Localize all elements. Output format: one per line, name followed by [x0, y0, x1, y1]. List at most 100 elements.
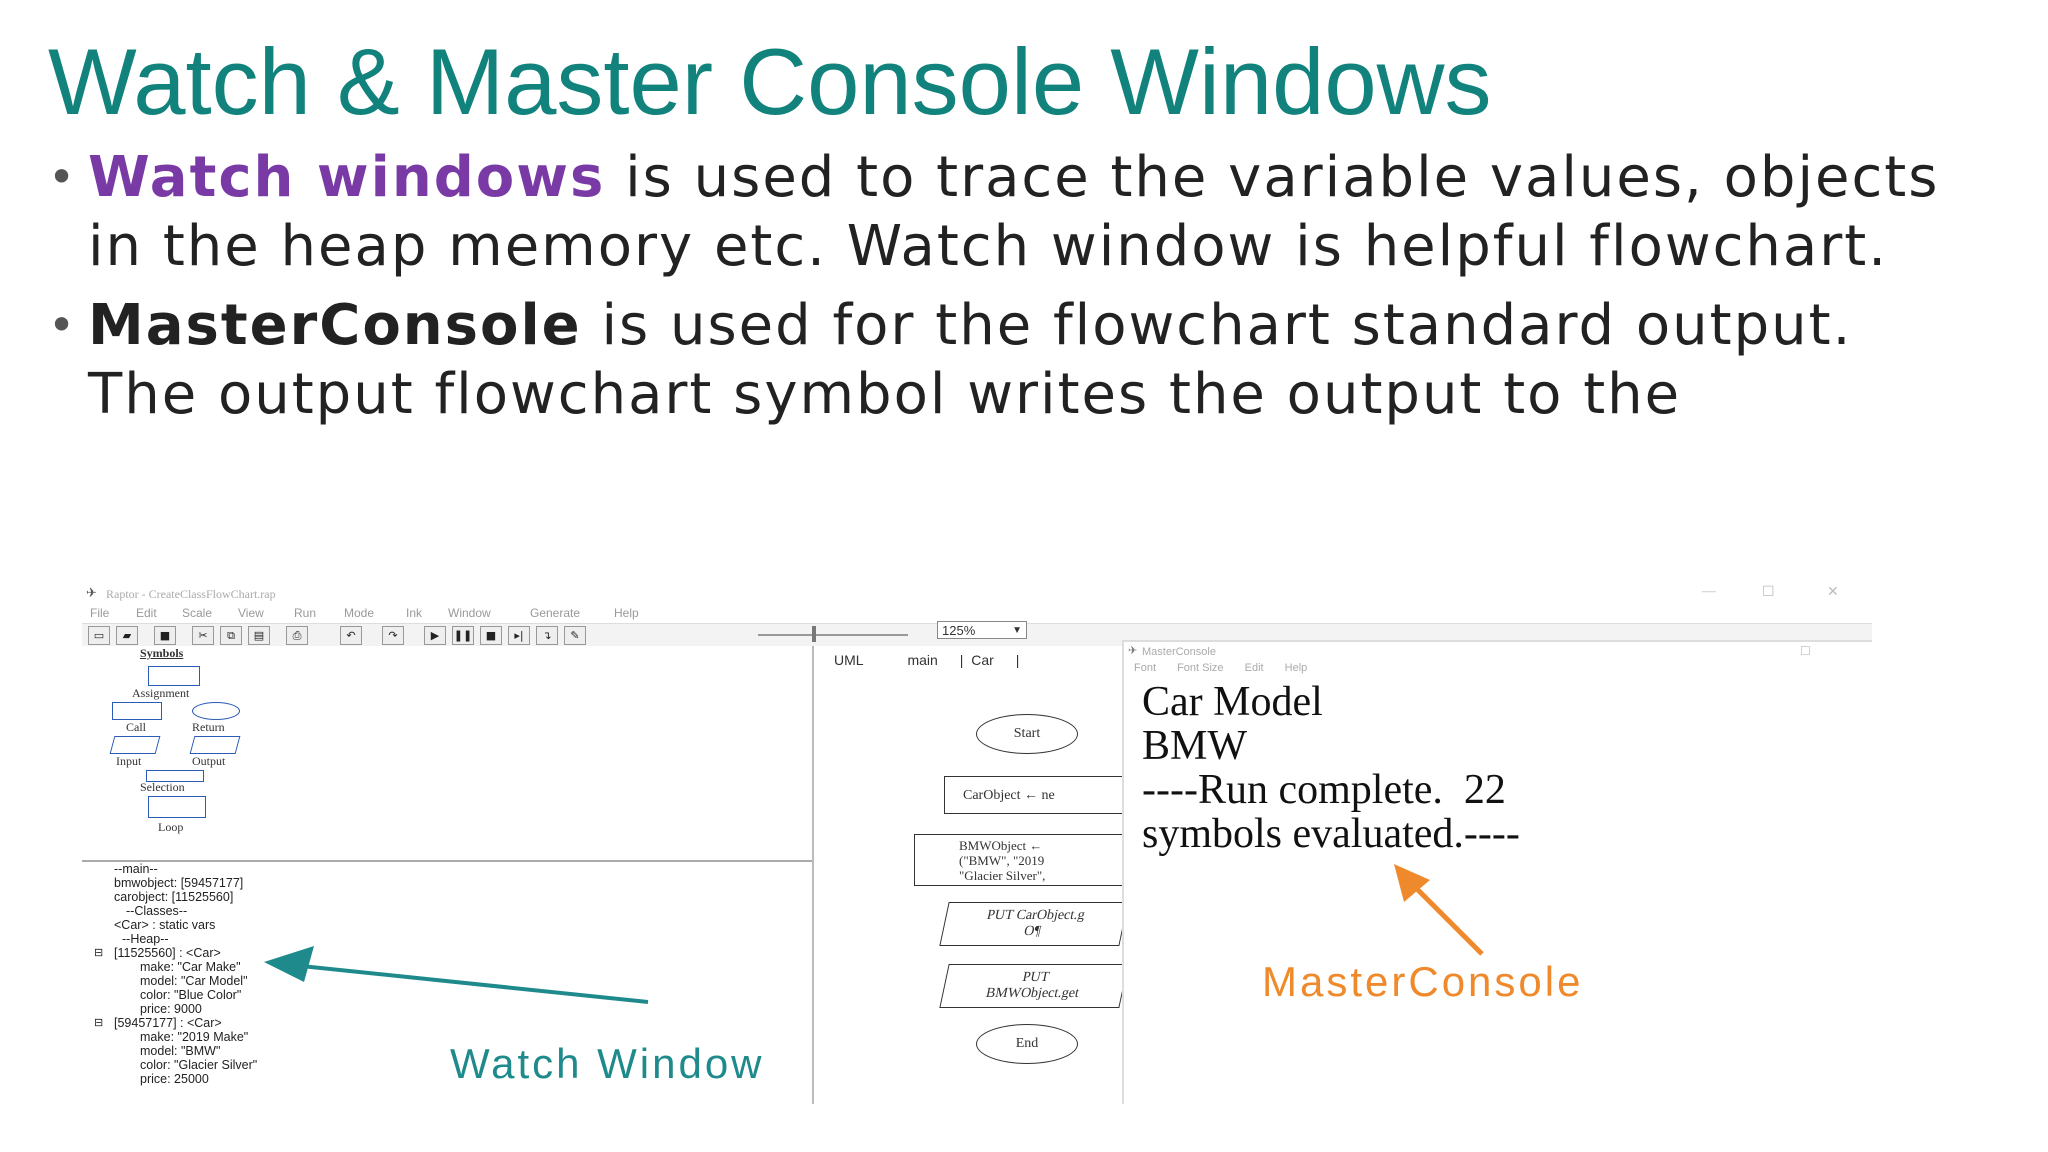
- console-menu-font[interactable]: Font: [1134, 662, 1157, 674]
- maximize-button[interactable]: ☐: [1762, 585, 1775, 600]
- console-output-line: symbols evaluated.----: [1142, 811, 1520, 857]
- return-symbol-icon[interactable]: [192, 702, 240, 720]
- open-folder-icon[interactable]: ▰: [116, 626, 138, 645]
- watch-line: --main--: [114, 862, 158, 876]
- print-icon[interactable]: ⎙: [286, 626, 308, 645]
- menu-item-mode[interactable]: Mode: [344, 606, 375, 620]
- master-console-menu: Font Font Size Edit Help: [1134, 662, 1325, 674]
- input-symbol-icon[interactable]: [109, 736, 161, 754]
- raptor-menu-bar: File Edit Scale View Run Mode Ink Window…: [82, 604, 1872, 622]
- assignment-symbol-icon[interactable]: [148, 666, 200, 686]
- symbol-label-call: Call: [126, 720, 146, 734]
- symbol-label-output: Output: [192, 754, 226, 768]
- redo-icon[interactable]: ↷: [382, 626, 404, 645]
- watch-line: <Car> : static vars: [114, 918, 216, 932]
- watch-line: bmwobject: [59457177]: [114, 876, 244, 890]
- console-menu-font-size[interactable]: Font Size: [1177, 662, 1224, 674]
- master-console-output: Car Model BMW ----Run complete. 22 symbo…: [1142, 680, 1520, 856]
- menu-item-edit[interactable]: Edit: [136, 606, 157, 620]
- raptor-screenshot: ✈ Raptor - CreateClassFlowChart.rap — ☐ …: [82, 584, 1872, 1104]
- flow-put-carobject[interactable]: PUT CarObject.g O¶: [939, 902, 1129, 946]
- minimize-button[interactable]: —: [1702, 584, 1716, 599]
- menu-item-help[interactable]: Help: [614, 606, 639, 620]
- menu-item-scale[interactable]: Scale: [182, 606, 213, 620]
- watch-line: make: "Car Make": [140, 960, 241, 974]
- symbol-label-loop: Loop: [158, 820, 184, 834]
- bullet-text-masterconsole: is used for the flowchart standard outpu…: [88, 293, 1853, 427]
- symbol-label-return: Return: [192, 720, 225, 734]
- flow-assign-carobject[interactable]: CarObject ← ne: [944, 776, 1124, 814]
- bullet-highlight-masterconsole: MasterConsole: [88, 293, 582, 358]
- flow-end-label: End: [1015, 1036, 1039, 1051]
- symbol-label-input: Input: [116, 754, 142, 768]
- console-menu-edit[interactable]: Edit: [1244, 662, 1264, 674]
- tab-car[interactable]: Car: [971, 652, 994, 668]
- flow-put-bmwobject-label-1: PUT: [1020, 970, 1051, 985]
- bullet-list: • Watch windows is used to trace the var…: [48, 143, 1948, 439]
- symbols-palette: Symbols Assignment Call Return Input Out…: [82, 646, 812, 862]
- watch-line: price: 9000: [140, 1002, 202, 1016]
- new-file-icon[interactable]: ▭: [88, 626, 110, 645]
- flow-put-carobject-label-2: O¶: [1022, 924, 1043, 939]
- chevron-down-icon: ▼: [1012, 625, 1022, 636]
- menu-item-window[interactable]: Window: [448, 606, 491, 620]
- console-output-line: ----Run complete. 22: [1142, 767, 1506, 813]
- flow-assign-bmwobject-label-2: ("BMW", "2019: [959, 853, 1045, 868]
- watch-window-callout: Watch Window: [450, 1040, 765, 1087]
- watch-line: --Classes--: [126, 904, 188, 918]
- close-button[interactable]: ✕: [1827, 585, 1839, 600]
- menu-item-run[interactable]: Run: [294, 606, 317, 620]
- menu-item-ink[interactable]: Ink: [406, 606, 423, 620]
- stop-icon[interactable]: ■: [480, 626, 502, 645]
- bullet-watch-windows: • Watch windows is used to trace the var…: [48, 143, 1948, 281]
- tree-expand-icon[interactable]: ⊟: [94, 947, 104, 959]
- watch-line: --Heap--: [122, 932, 169, 946]
- flowchart-tabs: UML main | Car |: [834, 652, 1020, 668]
- flow-assign-carobject-label: CarObject ← ne: [963, 788, 1055, 803]
- slide-title: Watch & Master Console Windows: [48, 29, 1492, 134]
- flow-start-label: Start: [1013, 726, 1041, 741]
- console-menu-help[interactable]: Help: [1284, 662, 1308, 674]
- watch-line: price: 25000: [140, 1072, 209, 1086]
- pause-icon[interactable]: ❚❚: [452, 626, 474, 645]
- pen-icon[interactable]: ✎: [564, 626, 586, 645]
- flow-assign-bmwobject[interactable]: BMWObject ← ("BMW", "2019 "Glacier Silve…: [914, 834, 1124, 886]
- step-into-icon[interactable]: ↴: [536, 626, 558, 645]
- zoom-select[interactable]: 125% ▼: [937, 621, 1027, 639]
- raptor-logo-icon: ✈: [1128, 645, 1138, 657]
- flow-start[interactable]: Start: [976, 714, 1078, 754]
- tree-expand-icon[interactable]: ⊟: [94, 1017, 104, 1029]
- menu-item-file[interactable]: File: [90, 606, 110, 620]
- flow-put-carobject-label-1: PUT CarObject.g: [985, 908, 1087, 923]
- flow-put-bmwobject-label-2: BMWObject.get: [984, 986, 1081, 1001]
- symbol-label-assignment: Assignment: [132, 686, 190, 700]
- bullet-highlight-watch: Watch windows: [88, 145, 606, 210]
- loop-symbol-icon[interactable]: [148, 796, 206, 818]
- watch-line: carobject: [11525560]: [114, 890, 234, 904]
- raptor-window-title: Raptor - CreateClassFlowChart.rap: [106, 587, 276, 601]
- call-symbol-icon[interactable]: [112, 702, 162, 720]
- flow-put-bmwobject[interactable]: PUT BMWObject.get: [939, 964, 1129, 1008]
- output-symbol-icon[interactable]: [189, 736, 241, 754]
- tab-uml[interactable]: UML: [834, 652, 864, 668]
- bullet-dot-icon: •: [48, 298, 78, 352]
- menu-item-view[interactable]: View: [238, 606, 264, 620]
- undo-icon[interactable]: ↶: [340, 626, 362, 645]
- speed-slider[interactable]: [758, 634, 908, 636]
- step-icon[interactable]: ▸|: [508, 626, 530, 645]
- paste-icon[interactable]: ▤: [248, 626, 270, 645]
- speed-slider-thumb[interactable]: [812, 626, 816, 642]
- maximize-button[interactable]: ☐: [1800, 644, 1811, 658]
- raptor-logo-icon: ✈: [86, 585, 97, 600]
- save-icon[interactable]: ■: [154, 626, 176, 645]
- selection-symbol-icon[interactable]: [146, 770, 204, 782]
- flow-end[interactable]: End: [976, 1024, 1078, 1064]
- play-icon[interactable]: ▶: [424, 626, 446, 645]
- masterconsole-callout: MasterConsole: [1262, 958, 1584, 1005]
- tab-main[interactable]: main: [907, 652, 938, 668]
- console-output-line: BMW: [1142, 723, 1247, 769]
- copy-icon[interactable]: ⧉: [220, 626, 242, 645]
- bullet-dot-icon: •: [48, 150, 78, 204]
- menu-item-generate[interactable]: Generate: [530, 606, 581, 620]
- cut-icon[interactable]: ✂: [192, 626, 214, 645]
